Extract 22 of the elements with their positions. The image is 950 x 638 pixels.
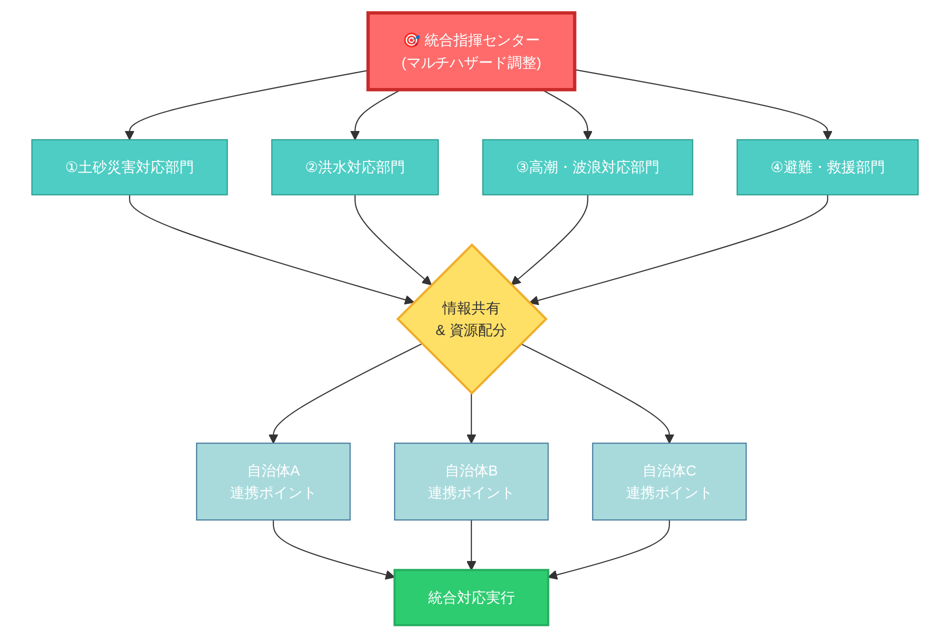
node-box: 自治体A 連携ポイント xyxy=(196,442,351,521)
node-box: 自治体C 連携ポイント xyxy=(592,442,747,521)
node-box: 自治体B 連携ポイント xyxy=(394,442,549,521)
arrow xyxy=(129,194,414,305)
arrow xyxy=(520,343,674,444)
arrow xyxy=(354,194,432,286)
node-box: ③高潮・波浪対応部門 xyxy=(482,139,694,196)
node-box: 🎯 統合指揮センター (マルチハザード調整) xyxy=(366,11,576,92)
arrow xyxy=(528,194,828,306)
node-diamond: 情報共有 & 資源配分 xyxy=(396,243,548,395)
arrow xyxy=(272,520,396,580)
arrow xyxy=(466,520,476,570)
arrow xyxy=(510,194,588,286)
node-box: ①土砂災害対応部門 xyxy=(31,139,228,196)
node-box: ④避難・救援部門 xyxy=(736,139,919,196)
arrow xyxy=(466,393,476,444)
arrow xyxy=(548,520,670,580)
arrow xyxy=(124,70,368,140)
node-box: ②洪水対応部門 xyxy=(271,139,439,196)
node-box: 統合対応実行 xyxy=(394,568,550,626)
arrow xyxy=(574,69,833,140)
arrow xyxy=(268,343,422,444)
